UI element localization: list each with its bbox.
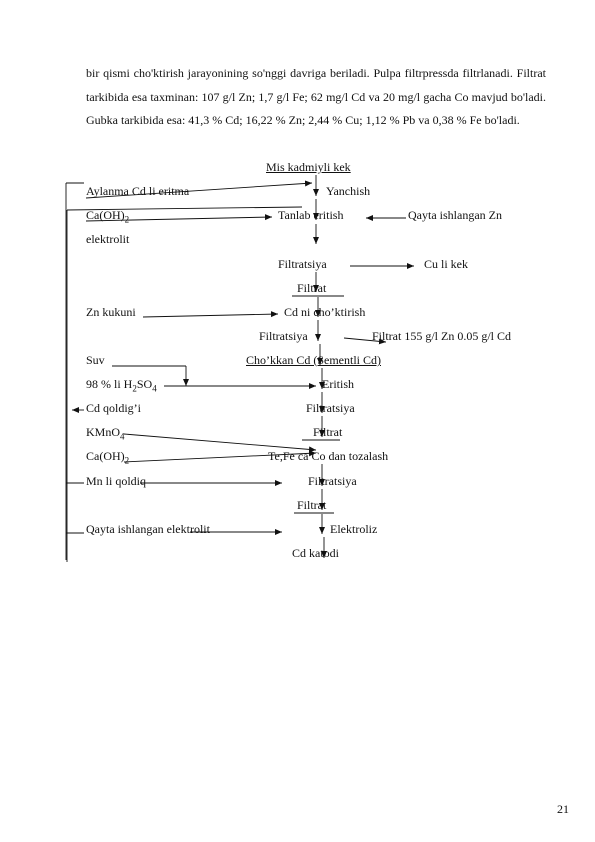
- label-aylanma-cd: Aylanma Cd li eritma: [86, 184, 190, 198]
- label-zn-kukuni: Zn kukuni: [86, 305, 136, 319]
- label-caoh2-1: Ca(OH)2: [86, 208, 130, 225]
- label-chokkan-cd: Cho’kkan Cd (Sementli Cd): [246, 353, 381, 367]
- label-cd-ni-choktirish: Cd ni cho’ktirish: [284, 305, 366, 319]
- body-paragraph: bir qismi cho'ktirish jarayonining so'ng…: [86, 66, 546, 127]
- label-caoh2-2: Ca(OH)2: [86, 449, 130, 466]
- label-tanlab-eritish: Tanlab eritish: [278, 208, 344, 222]
- label-filtratsiya-3: Filtratsiya: [306, 401, 355, 415]
- label-elektrolit: elektrolit: [86, 232, 130, 246]
- label-filtrat-composition: Filtrat 155 g/l Zn 0.05 g/l Cd: [372, 329, 512, 343]
- label-mn-li-qoldiq: Mn li qoldiq: [86, 474, 147, 488]
- label-qayta-zn: Qayta ishlangan Zn: [408, 208, 502, 222]
- label-yanchish: Yanchish: [326, 184, 371, 198]
- label-eritish: Eritish: [322, 377, 354, 391]
- label-cd-katodi: Cd katodi: [292, 546, 339, 560]
- page-number: 21: [557, 802, 569, 816]
- label-cd-qoldigi: Cd qoldig’i: [86, 401, 142, 415]
- label-elektroliz: Elektroliz: [330, 522, 378, 536]
- label-filtratsiya-2: Filtratsiya: [259, 329, 308, 343]
- label-filtrat-1: Filtrat: [297, 281, 327, 295]
- label-kmno4: KMnO4: [86, 425, 125, 442]
- label-h2so4: 98 % li H2SO4: [86, 377, 157, 394]
- label-tozalash: Te,Fe ca Co dan tozalash: [268, 449, 389, 463]
- label-mis-kadmiyli-kek: Mis kadmiyli kek: [266, 160, 351, 174]
- label-filtratsiya-1: Filtratsiya: [278, 257, 327, 271]
- label-suv: Suv: [86, 353, 105, 367]
- label-cu-li-kek: Cu li kek: [424, 257, 468, 271]
- label-qayta-elektrolit: Qayta ishlangan elektrolit: [86, 522, 210, 536]
